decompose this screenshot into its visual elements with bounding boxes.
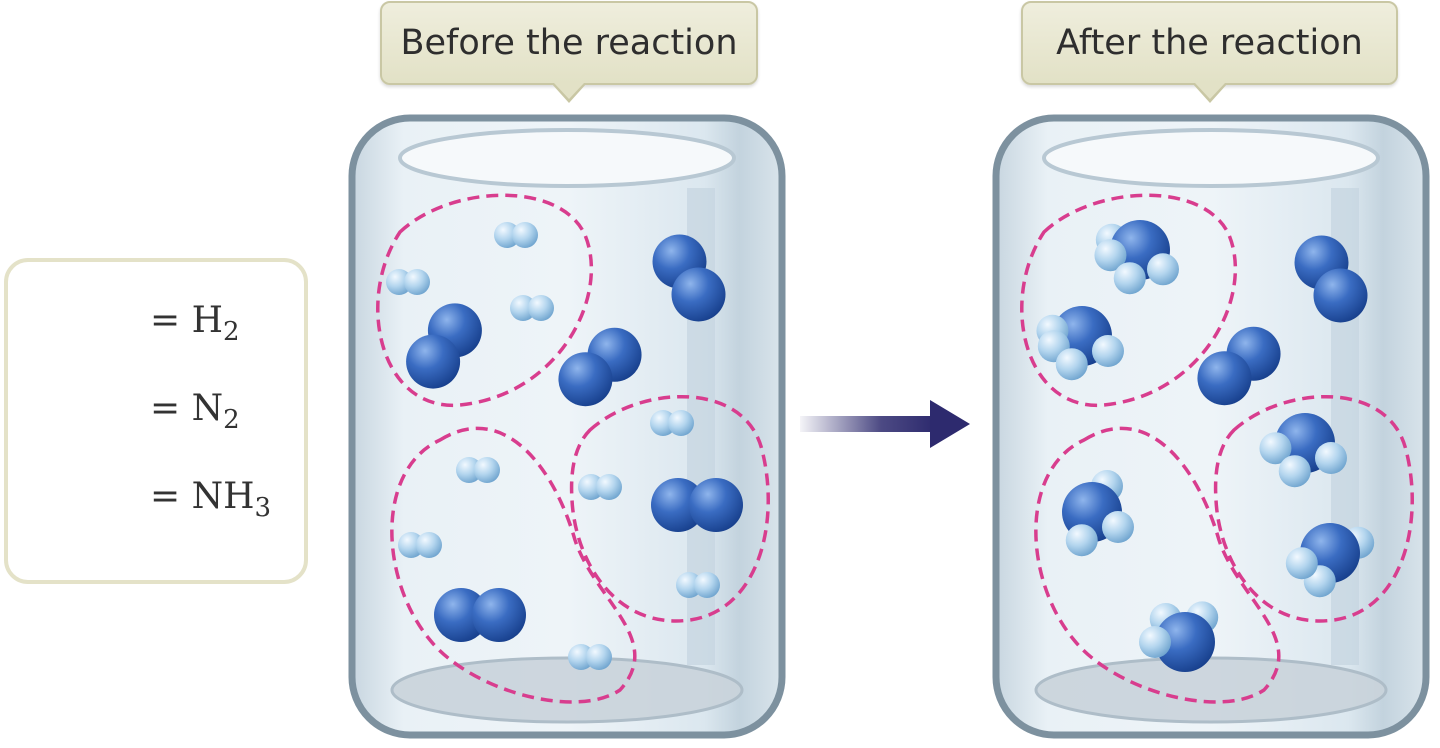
hydrogen-atom: [1146, 253, 1179, 286]
callout-after-text: After the reaction: [1056, 23, 1363, 63]
arrow-head: [930, 400, 970, 448]
h2-molecule: [386, 269, 430, 295]
grouping-outline-top: [1020, 193, 1238, 407]
grouping-outlines-layer: [376, 193, 1414, 704]
jar-before: [348, 114, 786, 739]
hydrogen-atom: [456, 457, 482, 483]
h2-molecule: [578, 474, 622, 500]
n2-molecule: [406, 303, 482, 389]
n2-molecule: [652, 234, 726, 322]
arrow-shaft: [800, 416, 935, 432]
hydrogen-atom: [668, 410, 694, 436]
nh3-molecule: [1285, 523, 1375, 598]
hydrogen-atom: [1139, 626, 1171, 658]
nh3-molecule: [1036, 306, 1124, 381]
nh3-molecule: [1062, 470, 1134, 557]
hydrogen-atom: [650, 410, 676, 436]
h2-molecule: [650, 410, 694, 436]
nitrogen-atom: [671, 267, 726, 322]
nitrogen-atom: [472, 588, 526, 642]
callout-after-reaction: After the reaction: [1021, 1, 1398, 103]
hydrogen-atom: [1094, 239, 1127, 272]
hydrogen-atom: [1113, 262, 1146, 295]
grouping-outline-bottom: [1034, 426, 1281, 704]
h2-molecule: [676, 572, 720, 598]
nitrogen-atom: [1155, 612, 1215, 672]
nitrogen-atom: [1197, 351, 1252, 406]
legend-box: [4, 258, 308, 584]
hydrogen-atom: [1314, 442, 1347, 474]
h2-molecule: [398, 532, 442, 558]
nh3-molecule: [1094, 220, 1179, 295]
hydrogen-atom: [1285, 547, 1318, 580]
hydrogen-atom: [474, 457, 500, 483]
hydrogen-atom: [386, 269, 412, 295]
callout-before-reaction: Before the reaction: [380, 1, 758, 103]
nitrogen-atom: [558, 352, 613, 407]
jar-rim: [1042, 128, 1380, 188]
grouping-outline-bottom: [390, 426, 637, 704]
hydrogen-atom: [586, 644, 612, 670]
nitrogen-atom: [689, 478, 743, 532]
nitrogen-atom: [434, 588, 488, 642]
hydrogen-atom: [1278, 455, 1311, 488]
nh3-molecule: [1259, 413, 1347, 488]
hydrogen-atom: [1091, 335, 1124, 367]
nh3-molecule: [1139, 601, 1219, 672]
hydrogen-atom: [676, 572, 702, 598]
nitrogen-atom: [406, 334, 461, 389]
hydrogen-atom: [510, 295, 536, 321]
jar-base-ring: [1034, 656, 1388, 724]
reaction-arrow: [800, 400, 970, 448]
h2-molecule: [510, 295, 554, 321]
jar-base-ring: [390, 656, 744, 724]
jar-rim: [398, 128, 736, 188]
molecules-layer: [386, 220, 1375, 672]
hydrogen-atom: [528, 295, 554, 321]
h2-molecule: [568, 644, 612, 670]
legend-label-nh3: = NH3: [150, 476, 272, 523]
hydrogen-atom: [694, 572, 720, 598]
jar-body: [348, 114, 786, 739]
h2-molecule: [456, 457, 500, 483]
callout-before-text: Before the reaction: [400, 23, 738, 63]
hydrogen-atom: [1065, 524, 1098, 557]
hydrogen-atom: [494, 222, 520, 248]
jar-base: [392, 658, 742, 722]
hydrogen-atom: [512, 222, 538, 248]
hydrogen-atom: [1055, 348, 1088, 381]
hydrogen-atom: [578, 474, 604, 500]
nitrogen-atom: [1313, 268, 1368, 323]
hydrogen-atom: [398, 532, 424, 558]
hydrogen-atom: [568, 644, 594, 670]
n2-molecule: [1294, 235, 1368, 323]
grouping-outline-top: [376, 193, 594, 407]
n2-molecule: [651, 478, 743, 532]
hydrogen-atom: [404, 269, 430, 295]
hydrogen-atom: [1259, 432, 1292, 465]
n2-molecule: [434, 588, 526, 642]
hydrogen-atom: [596, 474, 622, 500]
n2-molecule: [1197, 326, 1281, 406]
jar-base: [1036, 658, 1386, 722]
hydrogen-atom: [416, 532, 442, 558]
legend-label-h2: = H2: [150, 300, 240, 347]
legend-label-n2: = N2: [150, 388, 240, 435]
n2-molecule: [558, 327, 642, 407]
hydrogen-atom: [1101, 511, 1134, 543]
h2-molecule: [494, 222, 538, 248]
nitrogen-atom: [651, 478, 705, 532]
